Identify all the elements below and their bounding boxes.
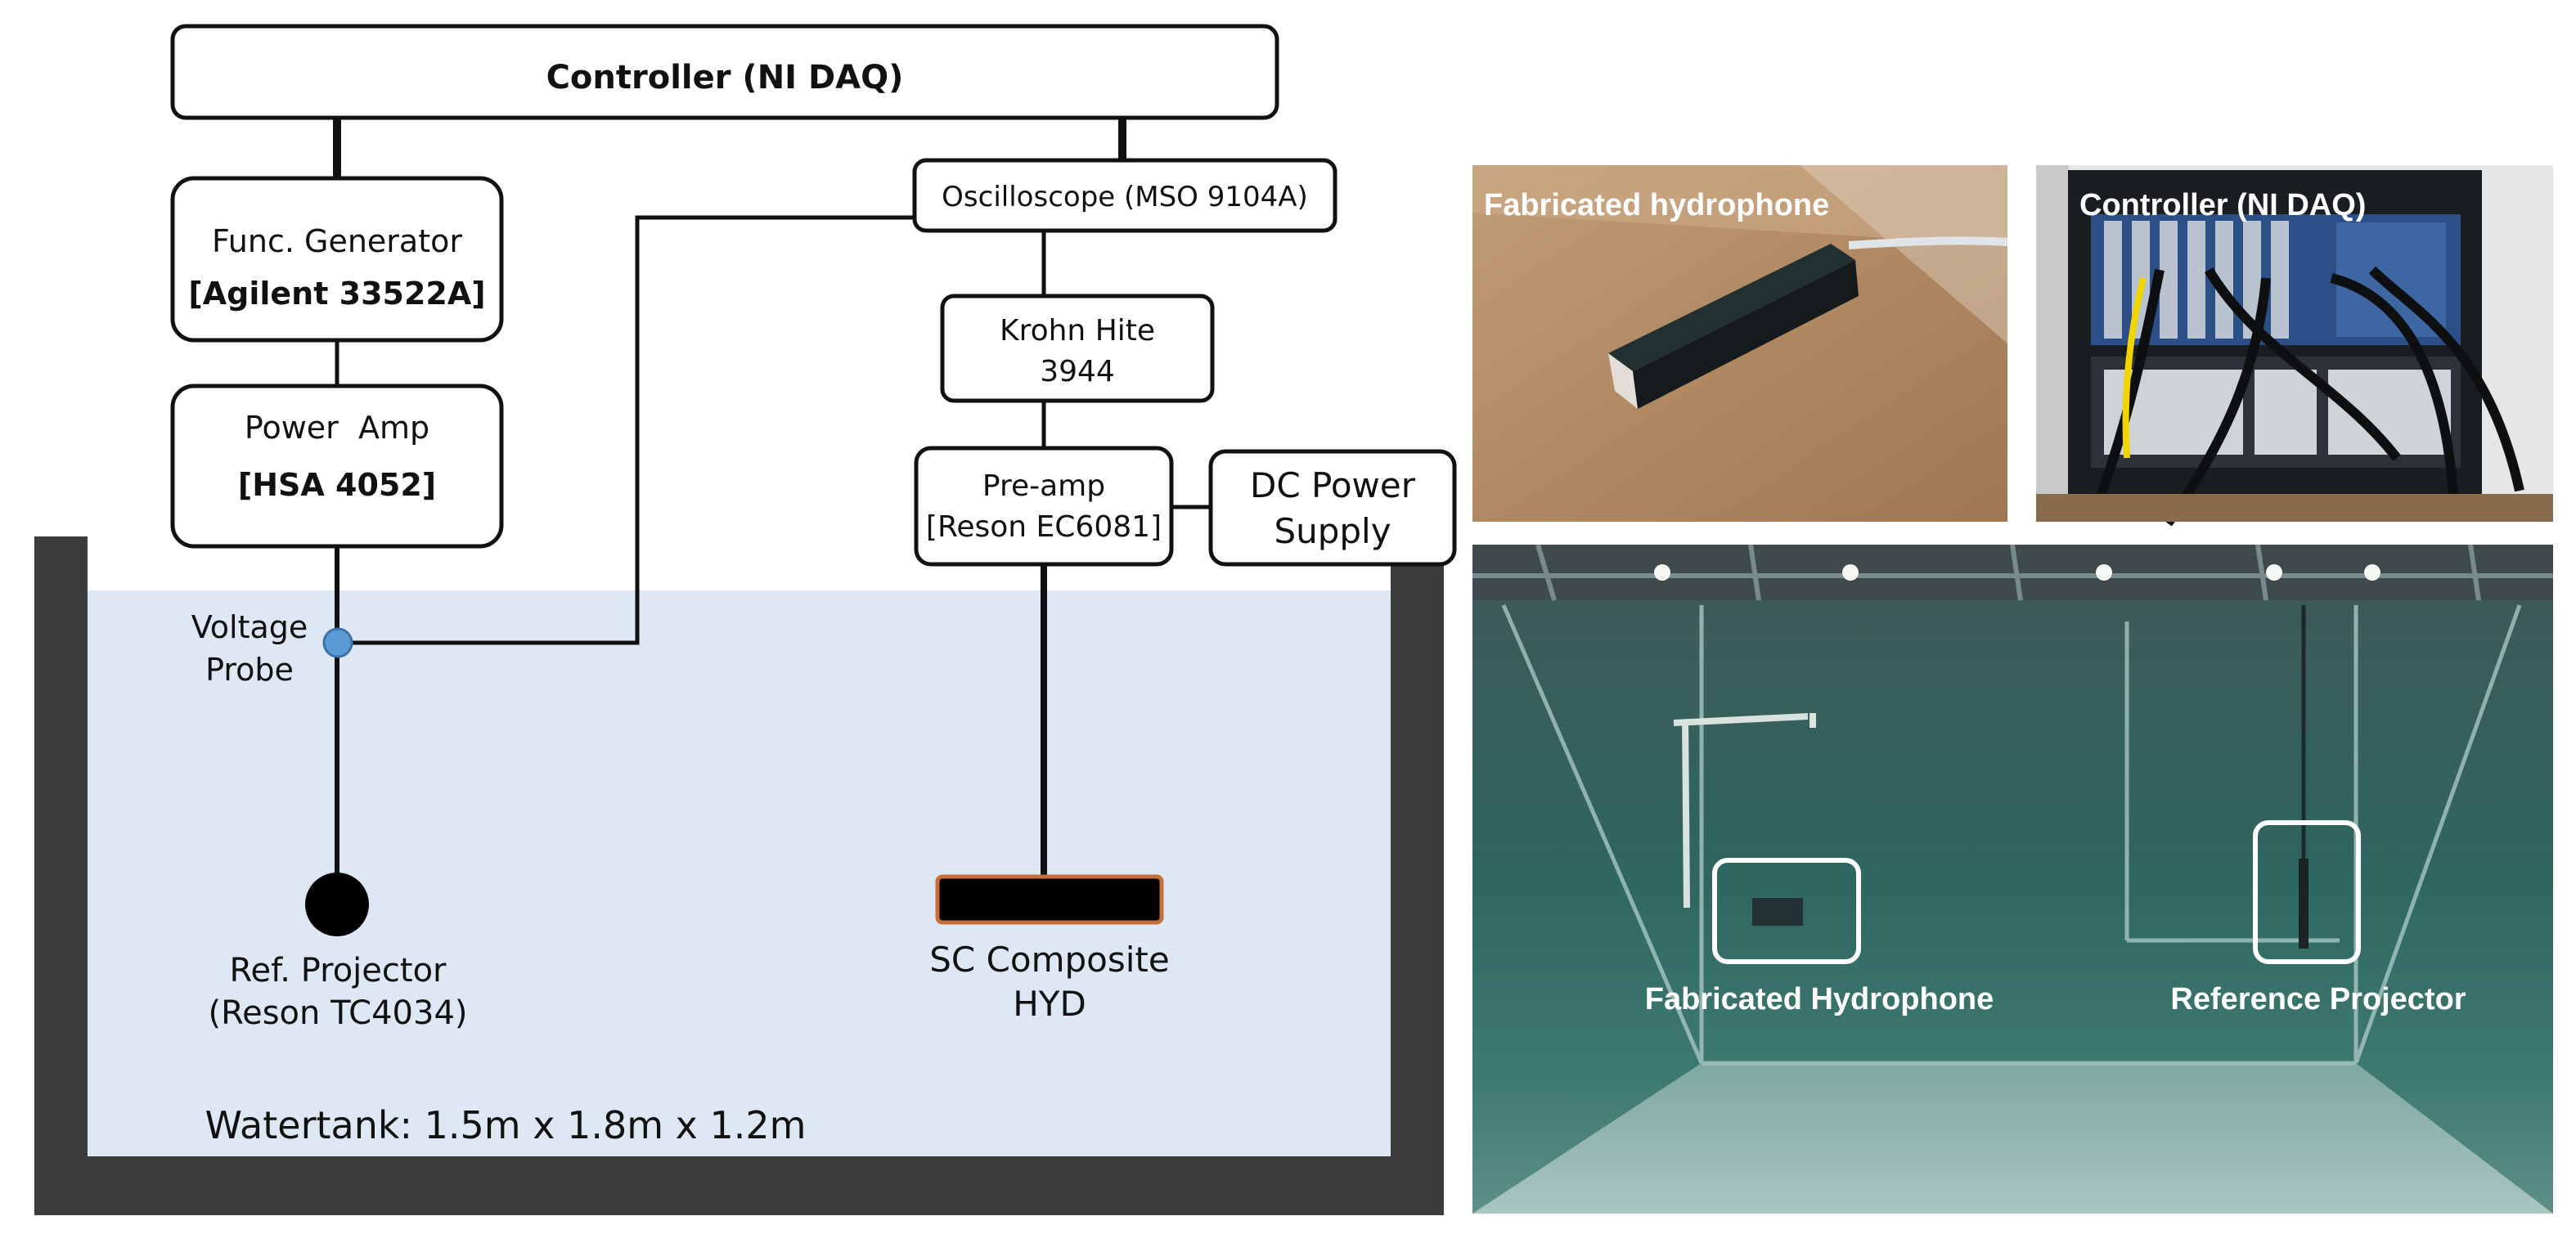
projector-in-tank — [2299, 859, 2309, 949]
voltage-probe-marker — [322, 627, 353, 658]
tank-label-projector: Reference Projector — [2170, 982, 2466, 1016]
voltage-probe-label-1: Voltage — [191, 609, 308, 645]
dc-power-box — [1208, 449, 1457, 567]
schematic-diagram: Controller (NI DAQ) Func. Generator [Agi… — [34, 24, 1457, 1215]
water — [86, 590, 1393, 1156]
photo-controller: Controller (NI DAQ) — [2036, 165, 2553, 527]
dc-power-label-1: DC Power — [1250, 465, 1416, 505]
tank-wall-bottom — [34, 1156, 1444, 1215]
tank-label-hydrophone: Fabricated Hydrophone — [1645, 982, 1994, 1016]
tank-wall-right — [1391, 561, 1444, 1215]
krohn-hite-label-2: 3944 — [1040, 355, 1115, 388]
watertank-caption: Watertank: 1.5m x 1.8m x 1.2m — [205, 1103, 807, 1147]
preamp-box — [914, 446, 1174, 567]
tank-wall-left — [34, 536, 88, 1215]
func-generator-box — [170, 176, 504, 343]
ref-projector-label-1: Ref. Projector — [230, 952, 447, 989]
power-amp-label-2: [HSA 4052] — [238, 467, 436, 503]
hydrophone-in-tank — [1752, 898, 1803, 926]
power-amp-box — [170, 384, 504, 549]
preamp-label-1: Pre-amp — [982, 469, 1105, 503]
sc-hydrophone-label-1: SC Composite — [929, 940, 1170, 980]
ref-projector-label-2: (Reson TC4034) — [208, 994, 467, 1032]
hydrophone-top-face — [1608, 244, 1855, 371]
tank-floor — [1472, 1063, 2553, 1214]
photo-fabricated-hydrophone: Fabricated hydrophone — [1472, 165, 2008, 522]
hydrophone-photo-title: Fabricated hydrophone — [1484, 188, 1829, 222]
dc-power-label-2: Supply — [1274, 511, 1391, 551]
power-amp-label-1: Power Amp — [245, 410, 429, 446]
controller-box — [170, 24, 1279, 120]
controller-photo-title: Controller (NI DAQ) — [2079, 188, 2366, 222]
oscilloscope-box — [912, 158, 1337, 233]
hydrophone-highlight-box — [1712, 858, 1861, 964]
sc-hydrophone-label-2: HYD — [1013, 984, 1086, 1024]
voltage-probe-label-2: Probe — [205, 652, 294, 688]
krohn-hite-box — [940, 294, 1215, 403]
func-generator-label-1: Func. Generator — [212, 223, 462, 259]
sc-hydrophone-symbol — [935, 874, 1164, 925]
projector-highlight-box — [2253, 820, 2361, 964]
krohn-hite-label-1: Krohn Hite — [1000, 314, 1155, 348]
ref-projector-symbol — [305, 873, 369, 936]
preamp-label-2: [Reson EC6081] — [926, 510, 1162, 544]
hydrophone-side-face — [1633, 260, 1859, 409]
photo-water-tank: Fabricated Hydrophone Reference Projecto… — [1472, 544, 2553, 1214]
func-generator-label-2: [Agilent 33522A] — [188, 276, 485, 312]
oscilloscope-label: Oscilloscope (MSO 9104A) — [942, 181, 1308, 213]
controller-label: Controller (NI DAQ) — [546, 59, 904, 96]
hydrophone-front-face — [1608, 353, 1638, 409]
connection-lines — [333, 118, 1211, 885]
